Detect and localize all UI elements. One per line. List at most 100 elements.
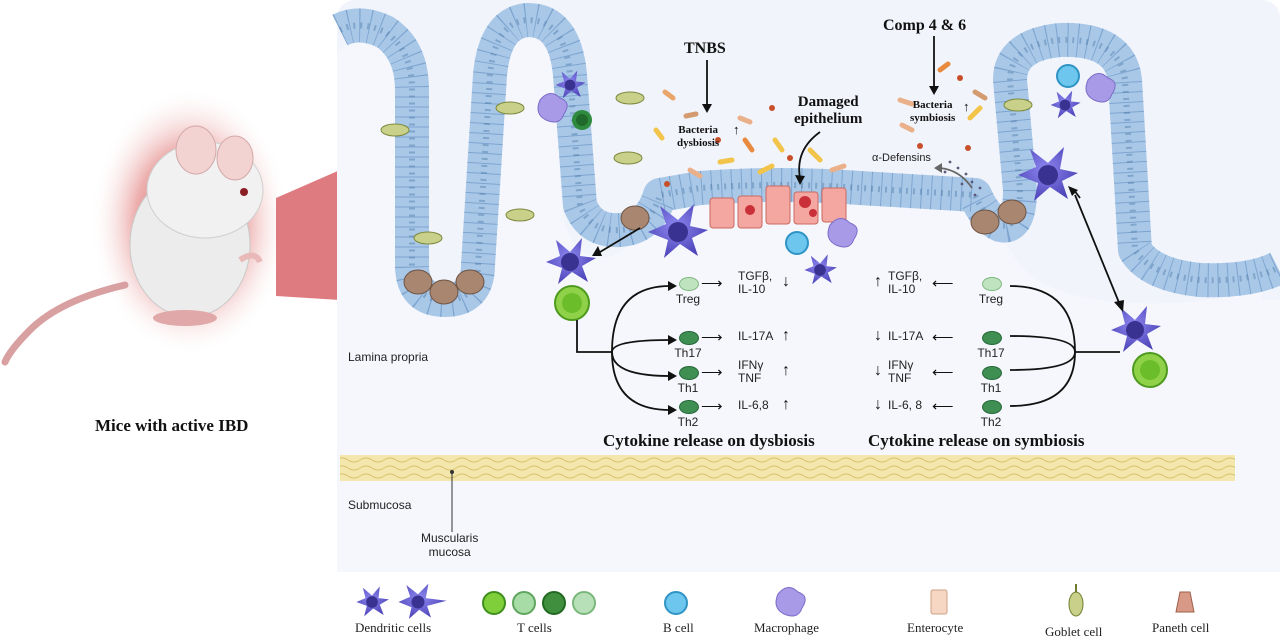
symbiosis_panel-secretion-arrow-1: ⟵ xyxy=(932,329,954,346)
damaged-epithelium-line1: Damaged xyxy=(797,94,859,110)
dysbiosis_panel-cytokine-1-line0: IL-17A xyxy=(738,329,774,343)
symbiosis_panel-cell-dot-th17 xyxy=(982,331,1002,345)
alpha-defensins-label: α-Defensins xyxy=(872,152,931,164)
b-cells-tissue xyxy=(785,64,1080,255)
muscularis-label: Muscularis mucosa xyxy=(421,531,478,559)
bacteria-dysbiosis-cluster xyxy=(653,89,847,187)
dysbiosis_panel-direction-up-1: ↑ xyxy=(782,327,790,344)
symbiosis_panel-cytokine-0: TGFβ,IL-10 xyxy=(888,270,922,296)
legend-label-dendritic-cells: Dendritic cells xyxy=(355,620,432,635)
symbiosis_panel-cell-label-th1: Th1 xyxy=(980,381,1002,395)
symbiosis_panel-cytokine-3: IL-6, 8 xyxy=(888,399,922,412)
dysbiosis_panel-cell-dot-th1 xyxy=(679,366,699,380)
dysbiosis_panel-cytokine-1: IL-17A xyxy=(738,330,773,343)
tnbs-label: TNBS xyxy=(684,40,726,57)
symbiosis_panel-cytokine-1-line0: IL-17A xyxy=(888,329,924,343)
symbiosis_panel-cell-dot-th2 xyxy=(982,400,1002,414)
symbiosis_panel-cytokine-2-line1: TNF xyxy=(888,371,912,385)
symbiosis_panel-cytokine-3-line0: IL-6, 8 xyxy=(888,398,923,412)
legend-label-paneth-cell: Paneth cell xyxy=(1152,620,1210,635)
legend-label-b-cell: B cell xyxy=(663,620,694,635)
symbiosis_panel-direction-down-1: ↓ xyxy=(874,327,882,344)
comp-label: Comp 4 & 6 xyxy=(883,17,967,34)
epithelium xyxy=(332,3,1280,317)
symbiosis_panel-cell-label-th2: Th2 xyxy=(980,415,1002,429)
defensin-particles xyxy=(943,160,982,197)
symbiosis_panel-cytokine-1: IL-17A xyxy=(888,330,923,343)
dysbiosis_panel-secretion-arrow-0: ⟶ xyxy=(701,275,723,292)
dysbiosis_panel-cytokine-0-line1: IL-10 xyxy=(738,282,766,296)
bacteria-symbiosis-up-arrow: ↑ xyxy=(963,99,970,114)
symbiosis_panel-direction-down-2: ↓ xyxy=(874,362,882,379)
damaged-epithelium-line2: epithelium xyxy=(794,111,863,127)
symbiosis_panel-cytokine-0-line1: IL-10 xyxy=(888,282,916,296)
dysbiosis_panel-cytokine-3-line0: IL-6,8 xyxy=(738,398,769,412)
symbiosis_panel-cytokine-2-line0: IFNγ xyxy=(888,358,914,372)
legend-icons xyxy=(356,583,1195,619)
bacteria-symbiosis-label: Bacteria symbiosis xyxy=(910,99,955,125)
symbiosis_panel-cell-dot-treg xyxy=(982,277,1002,291)
dysbiosis_panel-cell-dot-th17 xyxy=(679,331,699,345)
dysbiosis_panel-direction-up-2: ↑ xyxy=(782,362,790,379)
legend-label-macrophage: Macrophage xyxy=(754,620,819,635)
muscularis-line2: mucosa xyxy=(428,545,471,559)
dysbiosis_panel-cytokine-2-line1: TNF xyxy=(738,371,762,385)
symbiosis_panel-cell-label-th17: Th17 xyxy=(977,346,1005,360)
bacteria-dysbiosis-line1: Bacteria xyxy=(678,124,718,136)
lamina-propria-label: Lamina propria xyxy=(348,350,429,364)
dysbiosis_panel-cytokine-0: TGFβ,IL-10 xyxy=(738,270,772,296)
symbiosis-panel-title: Cytokine release on symbiosis xyxy=(868,431,1085,450)
t-cells-tissue xyxy=(554,110,1168,388)
symbiosis-network xyxy=(1009,285,1120,407)
dysbiosis_panel-cell-label-th17: Th17 xyxy=(674,346,702,360)
symbiosis_panel-cell-dot-th1 xyxy=(982,366,1002,380)
dysbiosis_panel-secretion-arrow-1: ⟶ xyxy=(701,329,723,346)
mouse-caption: Mice with active IBD xyxy=(95,416,249,435)
dysbiosis-panel-title: Cytokine release on dysbiosis xyxy=(603,431,815,450)
bacteria-dysbiosis-line2: dysbiosis xyxy=(677,137,720,149)
bacteria-dysbiosis-up-arrow: ↑ xyxy=(733,122,740,137)
dysbiosis_panel-cell-dot-th2 xyxy=(679,400,699,414)
dendritic-cells-tissue xyxy=(546,70,1161,352)
dysbiosis_panel-cell-dot-treg xyxy=(679,277,699,291)
legend-label-goblet-cell: Goblet cell xyxy=(1045,624,1103,639)
process-arrows xyxy=(592,36,1124,312)
damaged-enterocytes xyxy=(709,185,847,229)
dysbiosis_panel-cytokine-0-line0: TGFβ, xyxy=(738,269,773,283)
macrophages-tissue xyxy=(537,73,1116,248)
paneth-cells-tissue xyxy=(403,199,1027,305)
dysbiosis_panel-cell-label-treg: Treg xyxy=(675,292,701,306)
muscularis-band xyxy=(340,455,1235,532)
dysbiosis_panel-direction-down-0: ↓ xyxy=(782,273,790,290)
symbiosis_panel-secretion-arrow-0: ⟵ xyxy=(932,275,954,292)
muscularis-line1: Muscularis xyxy=(421,531,479,545)
symbiosis_panel-cytokine-0-line0: TGFβ, xyxy=(888,269,923,283)
submucosa-label: Submucosa xyxy=(348,498,412,512)
symbiosis_panel-secretion-arrow-2: ⟵ xyxy=(932,364,954,381)
dysbiosis_panel-secretion-arrow-3: ⟶ xyxy=(701,398,723,415)
symbiosis_panel-direction-down-3: ↓ xyxy=(874,396,882,413)
damaged-epithelium-label: Damaged epithelium xyxy=(794,94,862,128)
symbiosis_panel-cell-label-treg: Treg xyxy=(978,292,1004,306)
dysbiosis-network xyxy=(576,281,677,415)
dysbiosis_panel-cell-label-th1: Th1 xyxy=(677,381,699,395)
symbiosis_panel-secretion-arrow-3: ⟵ xyxy=(932,398,954,415)
dysbiosis_panel-cell-label-th2: Th2 xyxy=(677,415,699,429)
mouse-figure xyxy=(1,87,340,366)
bacteria-symbiosis-line2: symbiosis xyxy=(910,112,956,124)
dysbiosis_panel-direction-up-3: ↑ xyxy=(782,396,790,413)
legend-label-t-cells: T cells xyxy=(517,620,552,635)
goblet-cells-tissue xyxy=(380,91,1033,245)
bacteria-symbiosis-line1: Bacteria xyxy=(912,99,953,111)
legend-label-enterocyte: Enterocyte xyxy=(907,620,964,635)
bacteria-dysbiosis-label: Bacteria dysbiosis xyxy=(677,124,719,150)
dysbiosis_panel-secretion-arrow-2: ⟶ xyxy=(701,364,723,381)
dysbiosis_panel-cytokine-3: IL-6,8 xyxy=(738,399,769,412)
symbiosis_panel-direction-up-0: ↑ xyxy=(874,273,882,290)
bacteria-symbiosis-cluster xyxy=(897,61,988,151)
dysbiosis_panel-cytokine-2-line0: IFNγ xyxy=(738,358,764,372)
